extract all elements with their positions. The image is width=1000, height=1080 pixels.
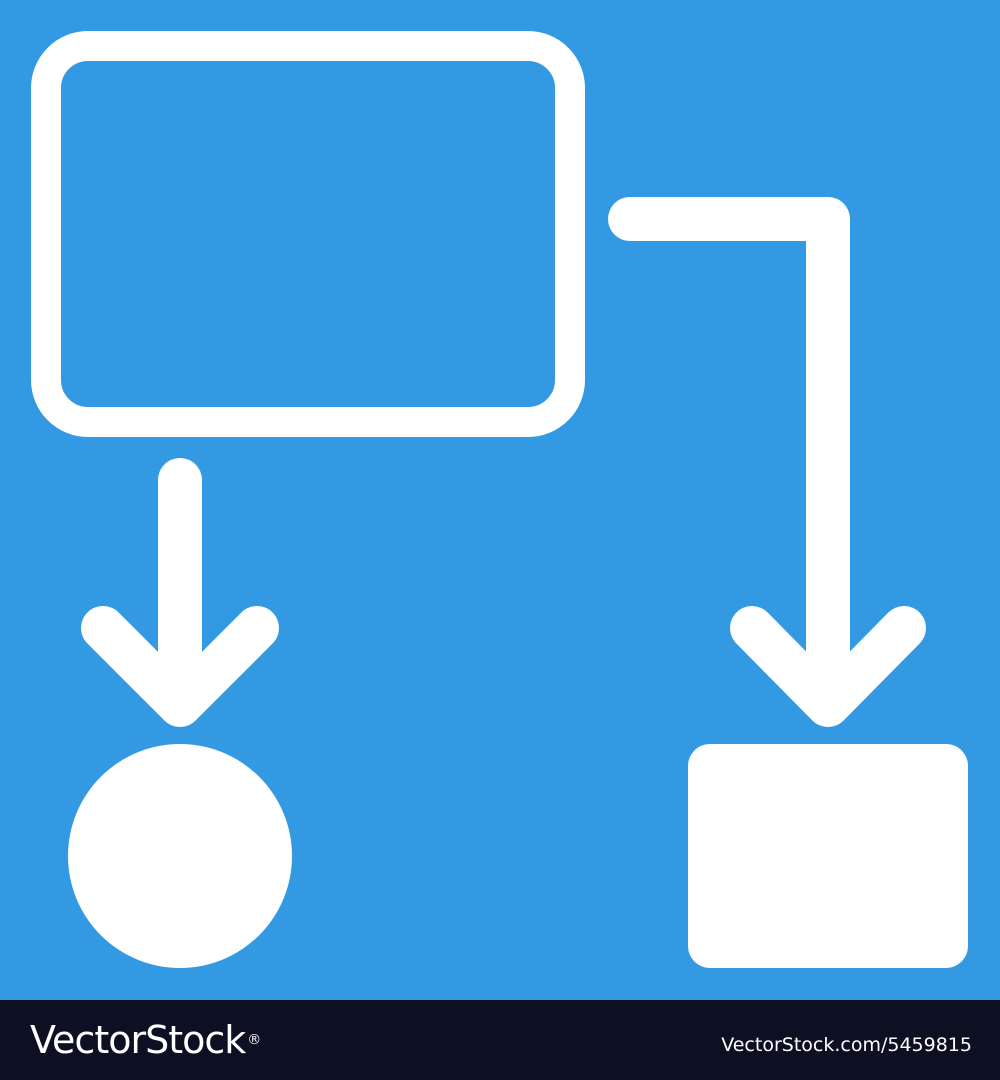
elbow-arrow-head [730,606,926,727]
arrow-down-head [81,606,279,727]
terminal-rect-node [688,744,968,968]
vectorstock-logo: VectorStock® [30,1018,261,1062]
watermark-footer: VectorStock® VectorStock.com/5459815 [0,1000,1000,1080]
image-id-label: VectorStock.com/5459815 [721,1034,972,1056]
process-node [31,31,585,437]
registered-mark: ® [247,1032,261,1048]
flowchart-icon [0,0,1000,1000]
brand-text: VectorStock [30,1018,246,1062]
elbow-connector [608,197,850,722]
terminal-circle-node [68,744,292,968]
